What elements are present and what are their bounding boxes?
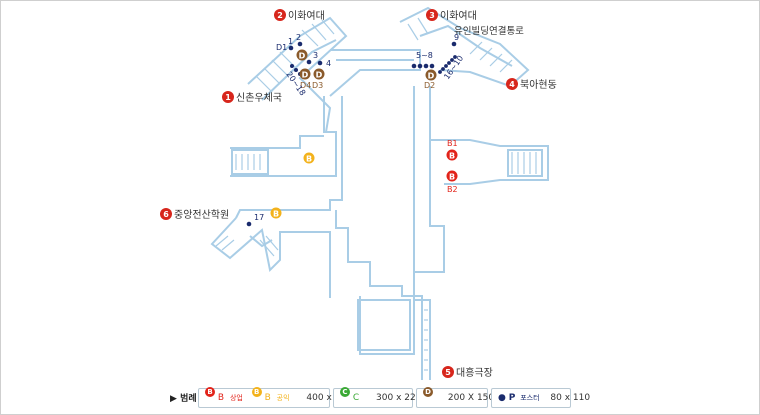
- label-d4: D4: [300, 81, 311, 90]
- legend-title: ▶ 범례: [170, 394, 197, 404]
- d-marker[interactable]: D: [296, 49, 308, 61]
- exit-5-number: 5: [445, 368, 451, 377]
- svg-text:B: B: [273, 210, 279, 219]
- svg-text:D: D: [302, 71, 309, 80]
- d-icon: D: [423, 387, 433, 397]
- label-p3: 3: [313, 51, 318, 60]
- b-commercial-icon: B: [205, 387, 215, 397]
- label-b2: B2: [447, 185, 458, 194]
- legend-arrow-icon: ▶: [170, 394, 177, 404]
- svg-text:B: B: [449, 152, 455, 161]
- label-p5-8: 5~8: [416, 51, 433, 60]
- poster-dot: [417, 63, 423, 69]
- corridor-walls: [210, 6, 549, 380]
- poster-dot: [288, 45, 294, 51]
- svg-text:B: B: [449, 173, 455, 182]
- exit-6[interactable]: 6 중앙전산학원: [160, 208, 229, 221]
- d-markers: D D D D: [296, 49, 437, 81]
- poster-dot: [317, 60, 323, 66]
- d-marker[interactable]: D: [299, 68, 311, 80]
- exit-6-number: 6: [163, 210, 169, 219]
- c-icon: C: [340, 387, 350, 397]
- poster-dot: [411, 63, 417, 69]
- poster-dot: [246, 221, 252, 227]
- poster-dot: [451, 41, 457, 47]
- b-marker-commercial[interactable]: B: [446, 149, 458, 161]
- label-p4: 4: [326, 59, 331, 68]
- b-marker-commercial[interactable]: B: [446, 170, 458, 182]
- poster-dot: [297, 41, 303, 47]
- ad-labels: D1 D2 D3 D4 B1 B2 1 2 3 4 9 5~8 16~10 20…: [254, 33, 465, 222]
- exit-4-badge: [506, 78, 518, 90]
- d-marker[interactable]: D: [425, 69, 437, 81]
- poster-dot: [306, 59, 312, 65]
- exit-4-number: 4: [509, 80, 515, 89]
- poster-dot: [453, 55, 457, 59]
- poster-dot: [423, 63, 429, 69]
- p-dot-icon: ●: [498, 393, 506, 403]
- exit-3-badge: [426, 9, 438, 21]
- poster-dot: [441, 67, 445, 71]
- label-d1: D1: [276, 43, 287, 52]
- label-p1: 1: [288, 37, 293, 46]
- label-p2: 2: [296, 33, 301, 42]
- exit-2-label: 이화여대: [288, 10, 325, 22]
- legend-b: B B 상업 B B 공익 400 x 225: [198, 387, 352, 408]
- exit-2[interactable]: 2 이화여대: [274, 9, 325, 22]
- svg-text:B: B: [306, 155, 312, 164]
- poster-dot: [294, 68, 298, 72]
- d-marker[interactable]: D: [313, 68, 325, 80]
- exit-1-badge: [222, 91, 234, 103]
- label-d2: D2: [424, 81, 435, 90]
- b-public-icon: B: [251, 387, 262, 397]
- poster-dot: [444, 64, 448, 68]
- exit-1-number: 1: [225, 93, 231, 102]
- exit-6-badge: [160, 208, 172, 220]
- exit-1[interactable]: 1 신촌우체국: [222, 91, 282, 104]
- exit-3[interactable]: 3 이화여대: [426, 9, 477, 22]
- exit-2-badge: [274, 9, 286, 21]
- exit-4-label: 북아현동: [520, 79, 557, 91]
- svg-text:D: D: [316, 71, 323, 80]
- exit-5-badge: [442, 366, 454, 378]
- label-d3: D3: [312, 81, 323, 90]
- connector-label: 유인빌딩연결통로: [454, 26, 524, 37]
- legend-c: C C 300 x 225: [333, 387, 421, 408]
- exit-3-number: 3: [429, 11, 435, 20]
- legend-p: ● P 포스터 80 x 110: [491, 388, 590, 408]
- poster-dot: [450, 58, 454, 62]
- exit-3-label: 이화여대: [440, 10, 477, 22]
- poster-dot: [438, 70, 442, 74]
- exit-5[interactable]: 5 대흥극장: [442, 366, 493, 379]
- label-p17: 17: [254, 213, 264, 222]
- label-b1: B1: [447, 139, 458, 148]
- svg-text:D: D: [299, 52, 306, 61]
- legend-d: D 200 X 150: [416, 387, 494, 408]
- exit-5-label: 대흥극장: [456, 366, 493, 379]
- b-markers: B B B B: [270, 149, 458, 219]
- exit-6-label: 중앙전산학원: [174, 209, 229, 221]
- b-marker-public[interactable]: B: [303, 152, 315, 164]
- exit-1-label: 신촌우체국: [236, 92, 282, 104]
- poster-dots: [246, 41, 457, 227]
- svg-text:D: D: [428, 72, 435, 81]
- poster-dot: [290, 64, 294, 68]
- label-p9: 9: [454, 33, 459, 42]
- poster-dot: [447, 61, 451, 65]
- poster-dot: [429, 63, 435, 69]
- exit-2-number: 2: [277, 11, 283, 20]
- b-marker-public[interactable]: B: [270, 207, 282, 219]
- exit-4[interactable]: 4 북아현동: [506, 78, 557, 91]
